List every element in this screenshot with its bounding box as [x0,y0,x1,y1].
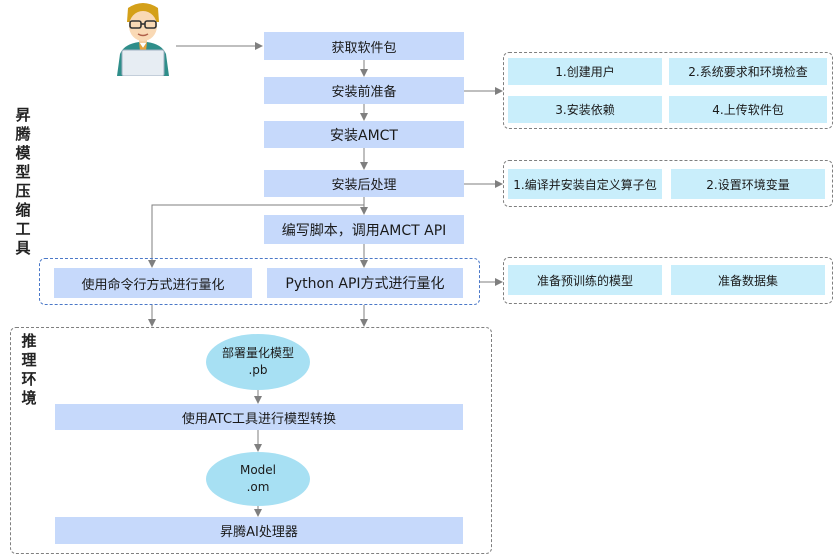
quant-prep-group [503,257,833,304]
step-cmd-quant: 使用命令行方式进行量化 [54,268,252,298]
compression-tool-label: 昇腾模型压缩工具 [15,106,31,257]
post-install-item-custom-ops: 1.编译并安装自定义算子包 [508,169,662,199]
model-om-ellipse: Model .om [206,452,310,506]
post-install-item-env-vars: 2.设置环境变量 [671,169,825,199]
pre-install-group [503,52,833,129]
inference-env-group [10,327,492,554]
quant-prep-item-model: 准备预训练的模型 [508,265,662,295]
quant-prep-item-dataset: 准备数据集 [671,265,825,295]
step-python-quant: Python API方式进行量化 [267,268,463,298]
pre-install-item-upload-package: 4.上传软件包 [669,96,827,123]
quantization-group [39,258,480,305]
step-get-package: 获取软件包 [264,32,464,60]
pre-install-item-system-check: 2.系统要求和环境检查 [669,58,827,85]
step-pre-install: 安装前准备 [264,77,464,104]
inference-env-label: 推理环境 [21,332,37,407]
pre-install-item-create-user: 1.创建用户 [508,58,662,85]
step-write-script: 编写脚本，调用AMCT API [264,215,464,244]
step-atc-convert: 使用ATC工具进行模型转换 [55,404,463,430]
user-icon [117,3,169,76]
model-om-line1: Model [239,463,277,477]
post-install-group [503,160,833,207]
arrow-branch-to-cmd [148,204,364,268]
model-pb-line2: .pb [248,363,268,377]
model-pb-ellipse: 部署量化模型 .pb [206,334,310,390]
model-pb-line1: 部署量化模型 [221,346,294,360]
pre-install-item-dependencies: 3.安装依赖 [508,96,662,123]
model-om-line2: .om [246,480,270,494]
step-ascend-processor: 昇腾AI处理器 [55,517,463,544]
step-install-amct: 安装AMCT [264,121,464,148]
step-post-install: 安装后处理 [264,170,464,197]
